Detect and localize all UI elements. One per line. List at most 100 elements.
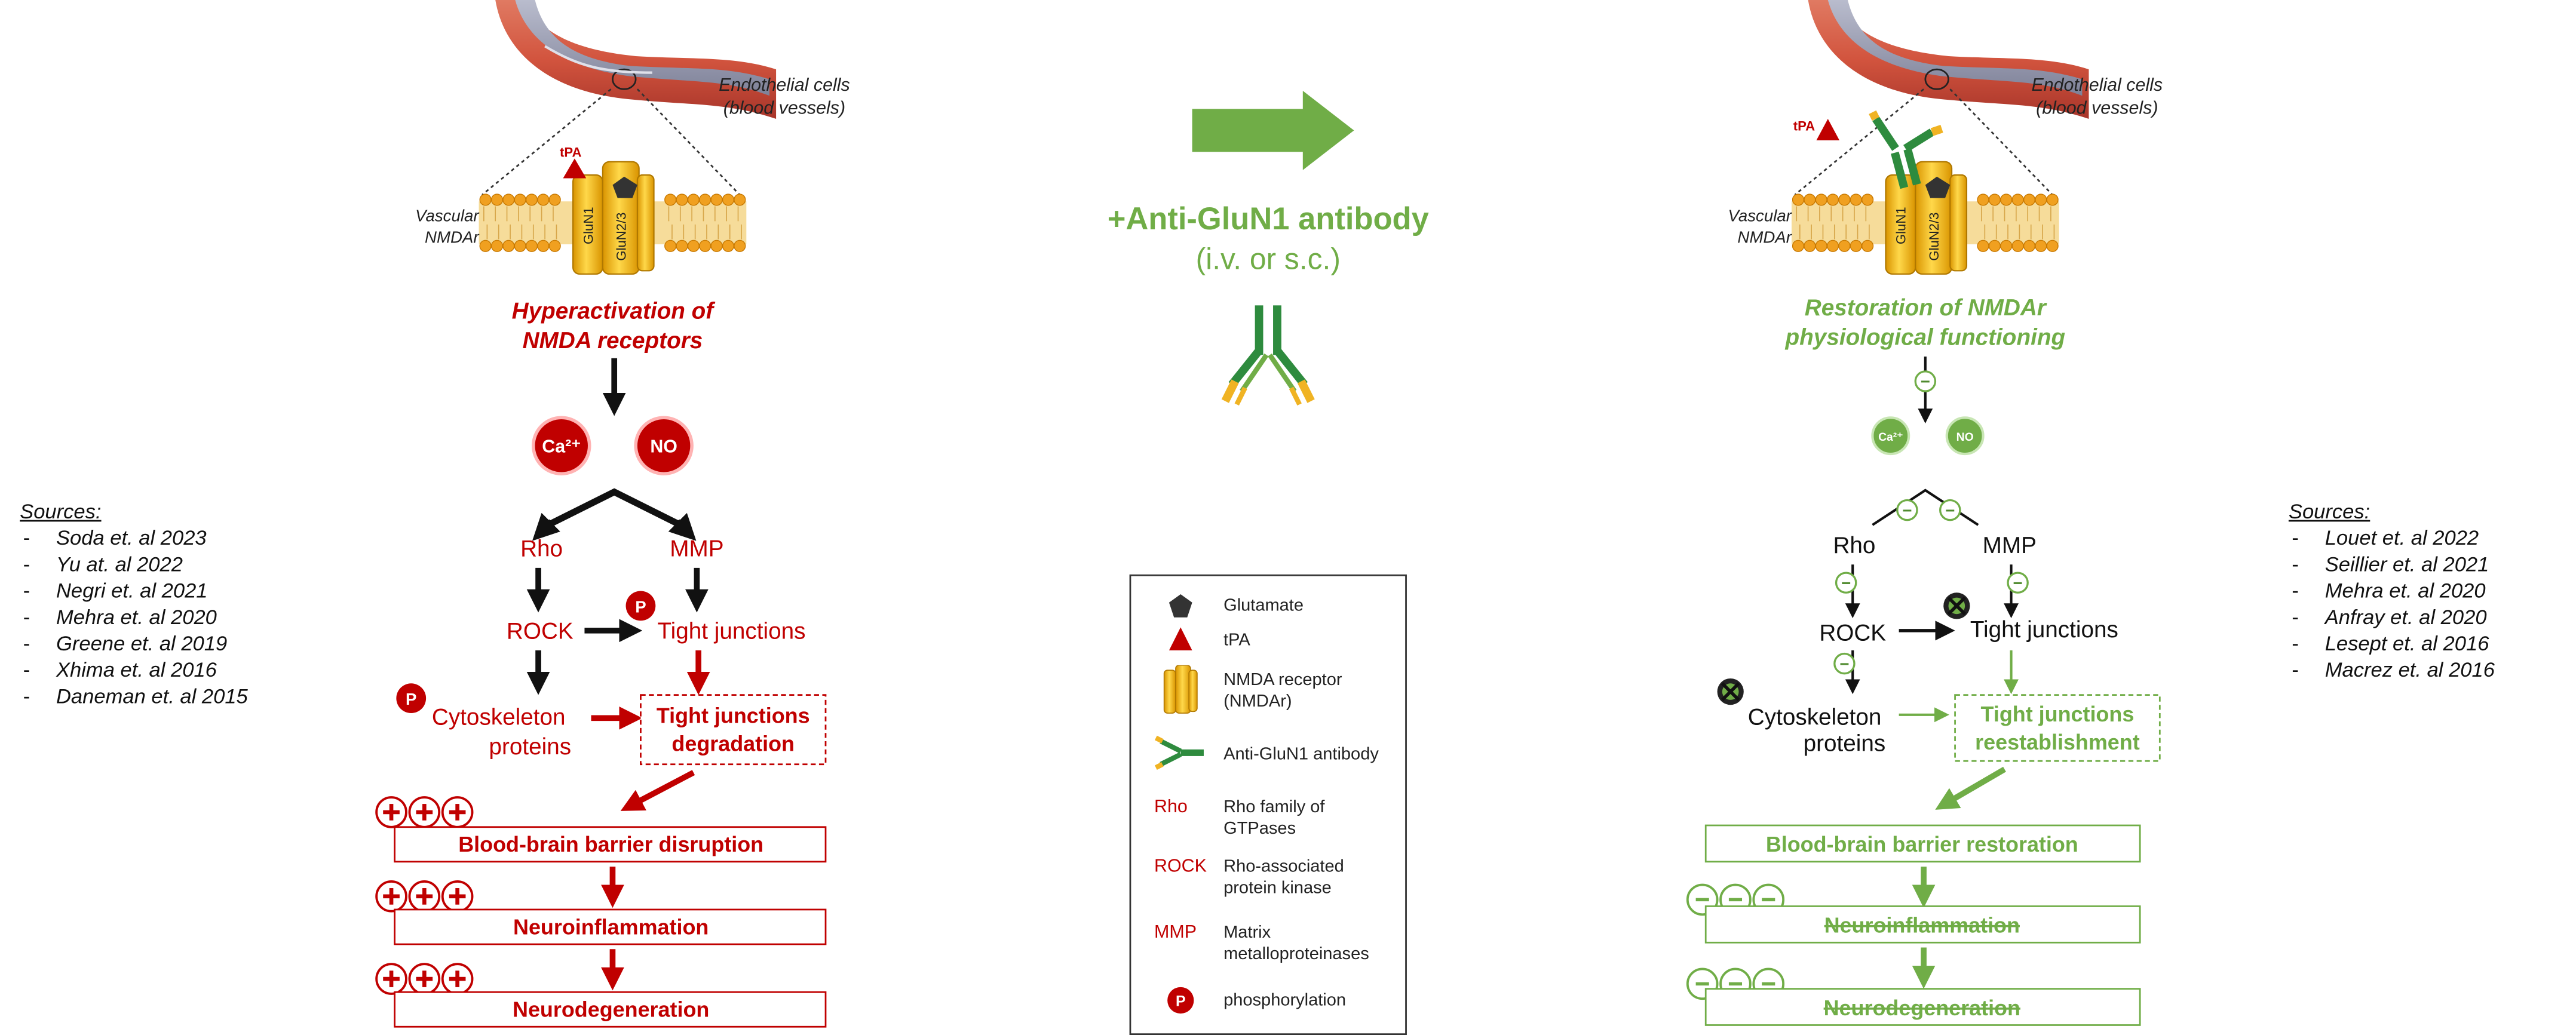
inhibition-badge: − bbox=[1914, 370, 1937, 392]
glutamate-icon bbox=[1169, 594, 1192, 618]
antibody-icon bbox=[1221, 305, 1315, 406]
tight-junctions-degradation-box bbox=[640, 694, 827, 766]
tpa-triangle-icon bbox=[1169, 627, 1192, 651]
endothelial-sublabel: (blood vessels) bbox=[2036, 98, 2158, 118]
tpa-triangle-icon bbox=[1816, 119, 1840, 140]
source-item: Macrez et. al 2016 bbox=[2289, 657, 2495, 683]
neuroinflammation-box bbox=[394, 908, 827, 945]
svg-text:P: P bbox=[1176, 993, 1186, 1010]
split-arrow bbox=[547, 488, 682, 528]
source-item: Mehra et. al 2020 bbox=[20, 604, 248, 631]
nitric-oxide-circle: NO bbox=[634, 416, 694, 476]
source-item: Soda et. al 2023 bbox=[20, 525, 248, 551]
inhibition-badge: − bbox=[1835, 572, 1857, 594]
glun1-label: GluN1 bbox=[1894, 207, 1909, 244]
neurodegeneration-label: Neurodegeneration bbox=[513, 997, 709, 1022]
route-label: (i.v. or s.c.) bbox=[1196, 242, 1341, 276]
sources-title: Sources: bbox=[20, 500, 102, 524]
calcium-label: Ca²⁺ bbox=[1878, 431, 1903, 444]
inhibition-badge: − bbox=[2007, 572, 2029, 594]
no-label: NO bbox=[650, 436, 677, 456]
middle-section: +Anti-GluN1 antibody (i.v. or s.c.) bbox=[1108, 91, 1429, 406]
tpa-label: tPA bbox=[1793, 118, 1815, 133]
nmda-receptor-icon bbox=[1163, 665, 1198, 714]
svg-text:−: − bbox=[1839, 655, 1849, 673]
bbb-restoration-label: Blood-brain barrier restoration bbox=[1766, 832, 2078, 856]
neurodegeneration-box bbox=[1704, 988, 2141, 1026]
mmp-label: MMP bbox=[1983, 533, 2037, 558]
rock-label: ROCK bbox=[507, 619, 574, 644]
tpa-label: tPA bbox=[560, 145, 581, 160]
source-item: Xhima et. al 2016 bbox=[20, 657, 248, 683]
rock-label: ROCK bbox=[1819, 620, 1886, 646]
svg-text:−: − bbox=[1841, 573, 1851, 592]
mmp-label: MMP bbox=[670, 536, 723, 561]
source-item: Greene et. al 2019 bbox=[20, 631, 248, 657]
proteins-label: proteins bbox=[1804, 731, 1886, 757]
sources-right: Sources: Louet et. al 2022 Seillier et. … bbox=[2289, 499, 2495, 683]
rho-label: Rho bbox=[520, 536, 563, 561]
nmda-receptor-icon bbox=[572, 161, 655, 275]
source-item: Negri et. al 2021 bbox=[20, 578, 248, 604]
antibody-icon bbox=[1154, 735, 1204, 770]
blocked-phosphorylation-icon bbox=[1943, 592, 1970, 619]
plus-group bbox=[375, 796, 474, 828]
hyperactivation-title: Hyperactivation of bbox=[512, 298, 716, 324]
sources-left: Sources: Soda et. al 2023 Yu at. al 2022… bbox=[20, 499, 248, 710]
neurodegeneration-label: Neurodegeneration bbox=[1824, 996, 2020, 1020]
bbb-disruption-box bbox=[394, 826, 827, 863]
source-item: Seillier et. al 2021 bbox=[2289, 551, 2495, 578]
sources-list: Soda et. al 2023 Yu at. al 2022 Negri et… bbox=[20, 525, 248, 710]
tight-junctions-label: Tight junctions bbox=[1970, 617, 2118, 643]
tjr-sublabel: reestablishment bbox=[1975, 730, 2140, 754]
source-item: Lesept et. al 2016 bbox=[2289, 631, 2495, 657]
inhibition-badge: − bbox=[1896, 499, 1918, 521]
calcium-circle: Ca²⁺ bbox=[532, 416, 591, 476]
tpa-triangle-icon bbox=[563, 158, 587, 179]
glun23-label: GluN2/3 bbox=[614, 213, 629, 261]
tjr-label: Tight junctions bbox=[1981, 702, 2135, 726]
big-green-arrow-icon bbox=[1192, 91, 1354, 170]
svg-text:−: − bbox=[1945, 501, 1955, 520]
neuroinflammation-label: Neuroinflammation bbox=[513, 914, 709, 939]
bound-antibody-icon bbox=[1869, 110, 1943, 189]
svg-text:P: P bbox=[406, 690, 416, 708]
neuroinflammation-label: Neuroinflammation bbox=[1824, 913, 2020, 938]
vascular-sublabel: NMDAr bbox=[1737, 228, 1792, 246]
svg-text:−: − bbox=[1902, 501, 1912, 520]
plus-group bbox=[375, 880, 474, 913]
neurodegeneration-box bbox=[394, 991, 827, 1028]
phosphorylation-badge: P bbox=[396, 683, 427, 714]
tjd-sublabel: degradation bbox=[671, 732, 795, 756]
hyperactivation-subtitle: NMDA receptors bbox=[523, 328, 703, 354]
blood-vessel-illustration bbox=[1808, 0, 2089, 119]
inhibition-badge: − bbox=[1833, 652, 1856, 675]
endothelial-label: Endothelial cells bbox=[2031, 75, 2163, 95]
source-item: Daneman et. al 2015 bbox=[20, 683, 248, 710]
bbb-restoration-box bbox=[1704, 824, 2141, 863]
vascular-label: Vascular bbox=[415, 206, 480, 225]
no-label: NO bbox=[1956, 431, 1974, 444]
right-panel: GluN1 GluN2/3 tPA Endothelial cells (blo… bbox=[1686, 0, 2163, 1026]
antibody-title: +Anti-GluN1 antibody bbox=[1108, 201, 1429, 237]
phosphorylation-badge: P bbox=[625, 591, 656, 621]
cytoskeleton-label: Cytoskeleton bbox=[432, 704, 566, 730]
rho-label: Rho bbox=[1833, 533, 1875, 558]
plus-group bbox=[375, 963, 474, 995]
source-item: Yu at. al 2022 bbox=[20, 551, 248, 578]
restoration-title: Restoration of NMDAr bbox=[1805, 295, 2047, 321]
blocked-phosphorylation-icon bbox=[1717, 678, 1744, 705]
nitric-oxide-circle: NO bbox=[1945, 416, 1985, 456]
endothelial-label: Endothelial cells bbox=[719, 75, 850, 95]
svg-text:P: P bbox=[635, 597, 646, 616]
tight-junctions-reestablishment-box bbox=[1954, 694, 2161, 762]
tight-junctions-label: Tight junctions bbox=[657, 619, 805, 644]
source-item: Mehra et. al 2020 bbox=[2289, 578, 2495, 604]
blood-vessel-illustration bbox=[495, 0, 777, 119]
calcium-circle: Ca²⁺ bbox=[1871, 416, 1910, 456]
legend-box: Glutamate tPA NMDA receptor (NMDAr) bbox=[1129, 574, 1407, 1035]
restoration-subtitle: physiological functioning bbox=[1785, 325, 2066, 351]
tjd-label: Tight junctions bbox=[657, 704, 810, 728]
inhibition-badge: − bbox=[1939, 499, 1961, 521]
cytoskeleton-label: Cytoskeleton bbox=[1748, 704, 1882, 730]
